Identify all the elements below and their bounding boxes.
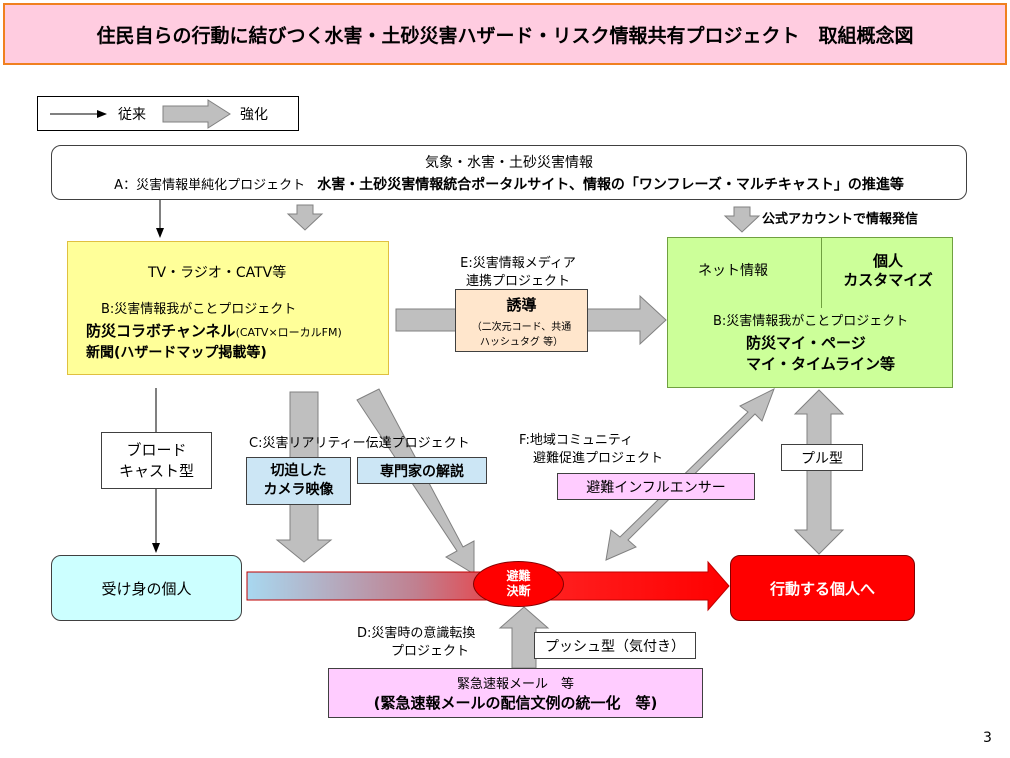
media-collab-sub: (CATV×ローカルFM) bbox=[235, 326, 342, 339]
guide-line2: ハッシュタグ 等） bbox=[479, 336, 564, 348]
top-info-project: A：災害情報単純化プロジェクト bbox=[114, 177, 306, 193]
mail-box: 緊急速報メール 等 (緊急速報メールの配信文例の統一化 等) bbox=[328, 668, 703, 718]
reality-project-label: C:災害リアリティー伝達プロジェクト bbox=[249, 436, 470, 451]
net-custom1: 個人 bbox=[872, 252, 903, 270]
guide-box: 誘導 （二次元コード、共通 ハッシュタグ 等） bbox=[455, 289, 588, 352]
media-project-label: E:災害情報メディア 連携プロジェクト bbox=[428, 255, 608, 291]
arrow-top-down-left bbox=[286, 204, 324, 231]
push-box: プッシュ型（気付き） bbox=[534, 632, 696, 659]
mail-line1: 緊急速報メール 等 bbox=[456, 677, 574, 692]
passive-individual-box: 受け身の個人 bbox=[51, 555, 242, 621]
legend-thick-arrow bbox=[162, 99, 231, 129]
awareness-project-label: D:災害時の意識転換 プロジェクト bbox=[357, 625, 475, 661]
media-collab-channel: 防災コラボチャンネル bbox=[86, 322, 236, 340]
active-individual-box: 行動する個人へ bbox=[730, 555, 915, 621]
broadcast-box: ブロード キャスト型 bbox=[101, 432, 212, 489]
legend-enhanced: 強化 bbox=[240, 107, 268, 123]
influencer-box: 避難インフルエンサー bbox=[557, 473, 755, 500]
net-mypage: 防災マイ・ページ bbox=[746, 334, 866, 352]
evacuation-decision-ellipse: 避難 決断 bbox=[473, 561, 564, 607]
media-newspaper: 新聞(ハザードマップ掲載等) bbox=[86, 345, 267, 361]
community-project-line1: F:地域コミュニティ bbox=[519, 433, 634, 448]
top-info-main: 水害・土砂災害情報統合ポータルサイト、情報の「ワンフレーズ・マルチキャスト」の推… bbox=[317, 176, 904, 193]
net-timeline: マイ・タイムライン等 bbox=[746, 355, 895, 373]
media-title: TV・ラジオ・CATV等 bbox=[148, 265, 287, 281]
arrow-top-down-right bbox=[723, 206, 761, 233]
pull-box: プル型 bbox=[781, 444, 863, 471]
awareness-project-line2: プロジェクト bbox=[391, 644, 470, 659]
awareness-project-line1: D:災害時の意識転換 bbox=[357, 626, 476, 641]
guide-title: 誘導 bbox=[506, 295, 537, 314]
community-project-line2: 避難促進プロジェクト bbox=[533, 451, 664, 466]
page-title: 住民自らの行動に結びつく水害・土砂災害ハザード・リスク情報共有プロジェクト 取組… bbox=[3, 3, 1007, 65]
camera-box: 切迫した カメラ映像 bbox=[246, 457, 351, 505]
media-project: B:災害情報我がことプロジェクト bbox=[101, 302, 297, 317]
evac-line2: 決断 bbox=[506, 584, 531, 598]
mail-line2: (緊急速報メールの配信文例の統一化 等) bbox=[373, 694, 658, 712]
broadcast-line1: ブロード bbox=[126, 440, 187, 459]
net-box: ネット情報 個人 カスタマイズ B:災害情報我がことプロジェクト 防災マイ・ペー… bbox=[667, 237, 953, 388]
expert-box: 専門家の解説 bbox=[357, 457, 487, 484]
net-label: ネット情報 bbox=[698, 263, 768, 279]
net-project: B:災害情報我がことプロジェクト bbox=[713, 314, 909, 329]
broadcast-line2: キャスト型 bbox=[118, 461, 194, 480]
official-account-label: 公式アカウントで情報発信 bbox=[762, 212, 919, 227]
camera-line2: カメラ映像 bbox=[263, 482, 334, 498]
page-number: 3 bbox=[983, 730, 992, 746]
media-box: TV・ラジオ・CATV等 B:災害情報我がことプロジェクト 防災コラボチャンネル… bbox=[67, 241, 389, 375]
legend-box bbox=[37, 96, 299, 131]
camera-line1: 切迫した bbox=[270, 463, 327, 479]
community-project-label: F:地域コミュニティ 避難促進プロジェクト bbox=[519, 432, 663, 468]
net-custom2: カスタマイズ bbox=[843, 271, 933, 289]
media-project-line1: E:災害情報メディア bbox=[460, 256, 576, 271]
arrow-pull bbox=[793, 389, 845, 555]
evac-line1: 避難 bbox=[506, 569, 531, 583]
guide-line1: （二次元コード、共通 bbox=[471, 321, 572, 333]
legend-conventional: 従来 bbox=[118, 107, 146, 123]
top-info-box: 気象・水害・土砂災害情報 A：災害情報単純化プロジェクト 水害・土砂災害情報統合… bbox=[51, 145, 967, 200]
media-project-line2: 連携プロジェクト bbox=[465, 274, 570, 289]
top-info-line1: 気象・水害・土砂災害情報 bbox=[425, 154, 593, 171]
